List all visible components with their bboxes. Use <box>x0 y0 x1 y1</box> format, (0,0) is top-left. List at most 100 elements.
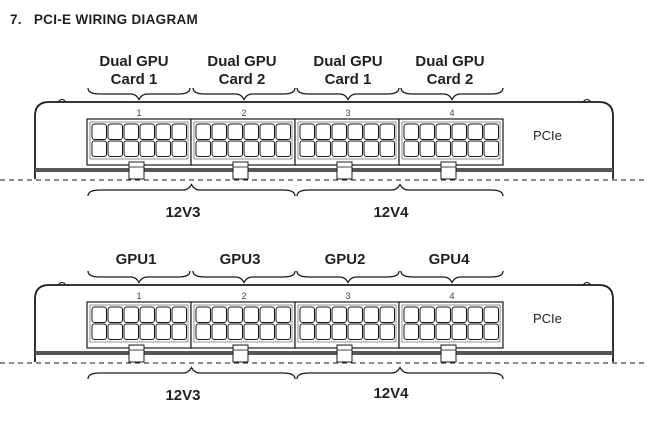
port-number-1: 1 <box>136 108 142 118</box>
connector-latch <box>336 344 353 363</box>
connector-pin <box>331 323 347 340</box>
rail-brace-12v4 <box>296 366 504 380</box>
rail-label-12v3: 12V3 <box>165 204 201 221</box>
connector-pin <box>155 123 171 140</box>
connector-pin <box>403 123 419 140</box>
connector-pin <box>347 323 363 340</box>
connector-pin <box>211 306 227 323</box>
connector-pin <box>259 123 275 140</box>
connector-pin <box>331 123 347 140</box>
connector-pin <box>347 123 363 140</box>
connector-pin <box>483 140 499 157</box>
connector-pin <box>467 123 483 140</box>
gpu-label-2: GPU3 <box>219 251 261 268</box>
connector-pin <box>419 140 435 157</box>
rail-label-12v4: 12V4 <box>373 204 409 221</box>
connector-pin <box>435 323 451 340</box>
connector-pin <box>259 306 275 323</box>
connector-pin <box>155 140 171 157</box>
module-tab <box>57 99 67 103</box>
connector-pin <box>139 323 155 340</box>
connector-pin <box>435 140 451 157</box>
connector-pin <box>275 123 291 140</box>
connector-latch <box>440 344 457 363</box>
port-number-3: 3 <box>345 108 351 118</box>
label-brace-3 <box>296 270 400 284</box>
label-brace-4 <box>400 87 504 101</box>
connector-pin <box>315 323 331 340</box>
label-line1: Dual GPU <box>99 53 169 70</box>
label-line2: Card 2 <box>426 71 474 88</box>
connector-pin <box>483 306 499 323</box>
connector-pin <box>107 140 123 157</box>
connector-pin <box>91 323 107 340</box>
connector-pin <box>379 140 395 157</box>
connector-pin <box>91 140 107 157</box>
connector-pin <box>139 306 155 323</box>
rail-label-12v4: 12V4 <box>373 385 409 402</box>
connector-pin <box>211 323 227 340</box>
connector-pin <box>315 140 331 157</box>
label-line2: Card 1 <box>324 71 372 88</box>
label-line2: Card 2 <box>218 71 266 88</box>
top-label-3: Dual GPU Card 1 <box>296 53 400 89</box>
connector-pin <box>379 306 395 323</box>
connector-pin <box>419 123 435 140</box>
connector-latch <box>232 344 249 363</box>
connector-latch <box>128 161 145 180</box>
connector-pin <box>363 306 379 323</box>
connector-pin <box>195 306 211 323</box>
port-number-2: 2 <box>241 291 247 301</box>
connector-pin <box>347 306 363 323</box>
connector-pin <box>227 323 243 340</box>
connector-pin <box>275 323 291 340</box>
rail-brace-12v4 <box>296 183 504 197</box>
label-brace-1 <box>87 87 191 101</box>
connector-pin <box>451 140 467 157</box>
connector-pin <box>451 323 467 340</box>
connector-pin <box>211 140 227 157</box>
top-label-1: Dual GPU Card 1 <box>82 53 186 89</box>
connector-pin <box>363 140 379 157</box>
connector-pin <box>299 323 315 340</box>
connector-pin <box>403 323 419 340</box>
connector-pin <box>107 323 123 340</box>
connector-pin <box>243 323 259 340</box>
top-label-4: Dual GPU Card 2 <box>398 53 502 89</box>
section-title-text: PCI-E WIRING DIAGRAM <box>33 12 199 27</box>
connector-pin <box>403 140 419 157</box>
connector-pin <box>363 323 379 340</box>
diagram-2 <box>0 270 647 380</box>
rail-brace-12v3 <box>87 183 296 197</box>
connector-pin <box>195 140 211 157</box>
connector-pin <box>483 123 499 140</box>
connector-pin <box>195 123 211 140</box>
gpu-label-4: GPU4 <box>428 251 470 268</box>
connector-pin <box>171 123 187 140</box>
label-brace-4 <box>400 270 504 284</box>
connector-pin <box>139 123 155 140</box>
connector-pin <box>451 306 467 323</box>
section-number: 7. <box>10 12 22 27</box>
connector-pin <box>211 123 227 140</box>
connector-pin <box>123 140 139 157</box>
connector-pin <box>227 140 243 157</box>
connector-pin <box>483 323 499 340</box>
connector-pin <box>315 123 331 140</box>
port-number-4: 4 <box>449 108 455 118</box>
connector-pin <box>467 306 483 323</box>
connector-latch <box>440 161 457 180</box>
connector-pin <box>299 306 315 323</box>
connector-pin <box>195 323 211 340</box>
connector-pin <box>171 323 187 340</box>
connector-pin <box>435 123 451 140</box>
connector-pin <box>379 323 395 340</box>
connector-pin <box>91 306 107 323</box>
connector-pin <box>275 140 291 157</box>
connector-pin <box>379 123 395 140</box>
module-base-plate <box>35 168 613 172</box>
module-tab <box>57 282 67 286</box>
gpu-label-1: GPU1 <box>115 251 157 268</box>
connector-pin <box>139 140 155 157</box>
connector-pin <box>107 123 123 140</box>
